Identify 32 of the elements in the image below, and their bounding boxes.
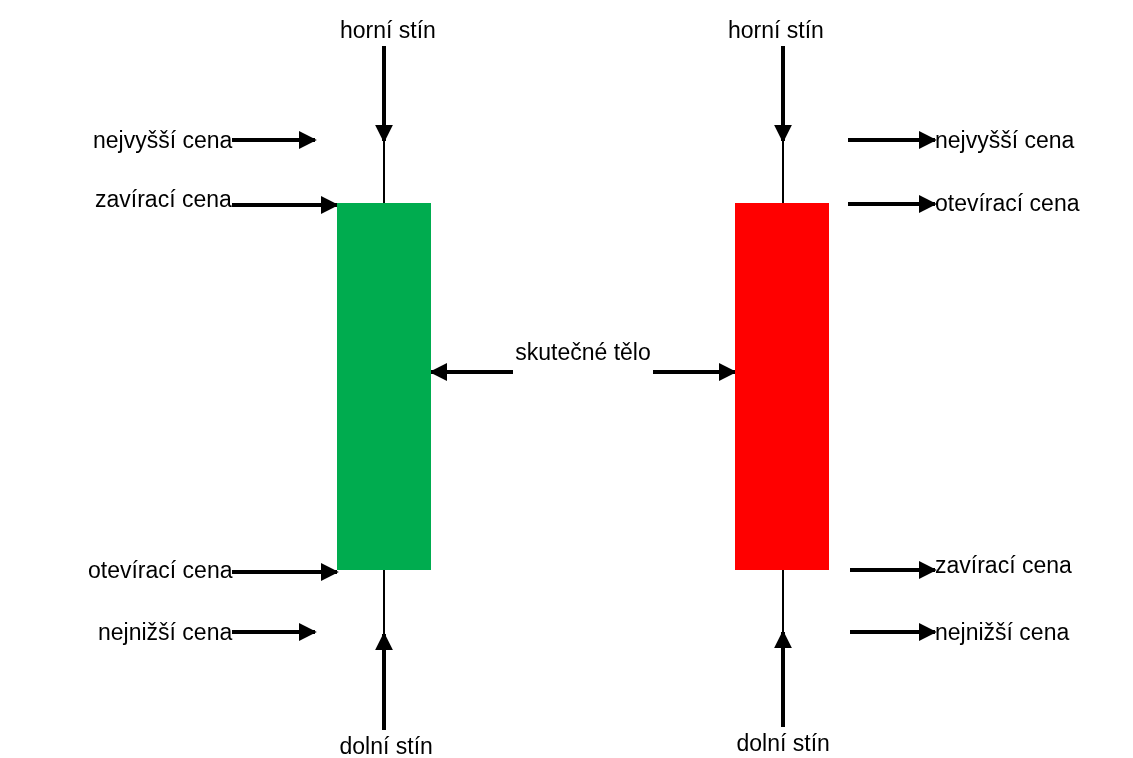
arrow xyxy=(232,563,339,581)
arrow xyxy=(375,46,393,143)
price-label: nejvyšší cena xyxy=(93,124,233,156)
arrow xyxy=(774,630,792,727)
arrow xyxy=(848,195,937,213)
price-label: otevírací cena xyxy=(88,554,233,586)
price-label: otevírací cena xyxy=(935,187,1080,219)
candle-body xyxy=(337,203,431,570)
arrow xyxy=(850,561,937,579)
arrow xyxy=(848,131,937,149)
price-label: nejvyšší cena xyxy=(935,124,1075,156)
candle-wick xyxy=(782,141,784,203)
arrow xyxy=(653,363,737,381)
candle-body xyxy=(735,203,829,570)
part-label: skutečné tělo xyxy=(513,336,653,368)
arrow xyxy=(232,196,339,214)
arrow xyxy=(375,632,393,730)
part-label: dolní stín xyxy=(736,727,830,758)
arrow xyxy=(774,46,792,143)
part-label: dolní stín xyxy=(339,730,433,758)
candle-wick xyxy=(383,570,385,634)
price-label: nejnižší cena xyxy=(935,616,1070,648)
price-label: nejnižší cena xyxy=(98,616,233,648)
price-label: zavírací cena xyxy=(95,183,232,215)
arrow xyxy=(850,623,937,641)
arrow xyxy=(232,623,317,641)
candle-wick xyxy=(383,141,385,203)
candle-wick xyxy=(782,570,784,632)
arrow xyxy=(232,131,317,149)
part-label: horní stín xyxy=(340,14,436,46)
price-label: zavírací cena xyxy=(935,549,1072,581)
part-label: horní stín xyxy=(728,14,824,46)
